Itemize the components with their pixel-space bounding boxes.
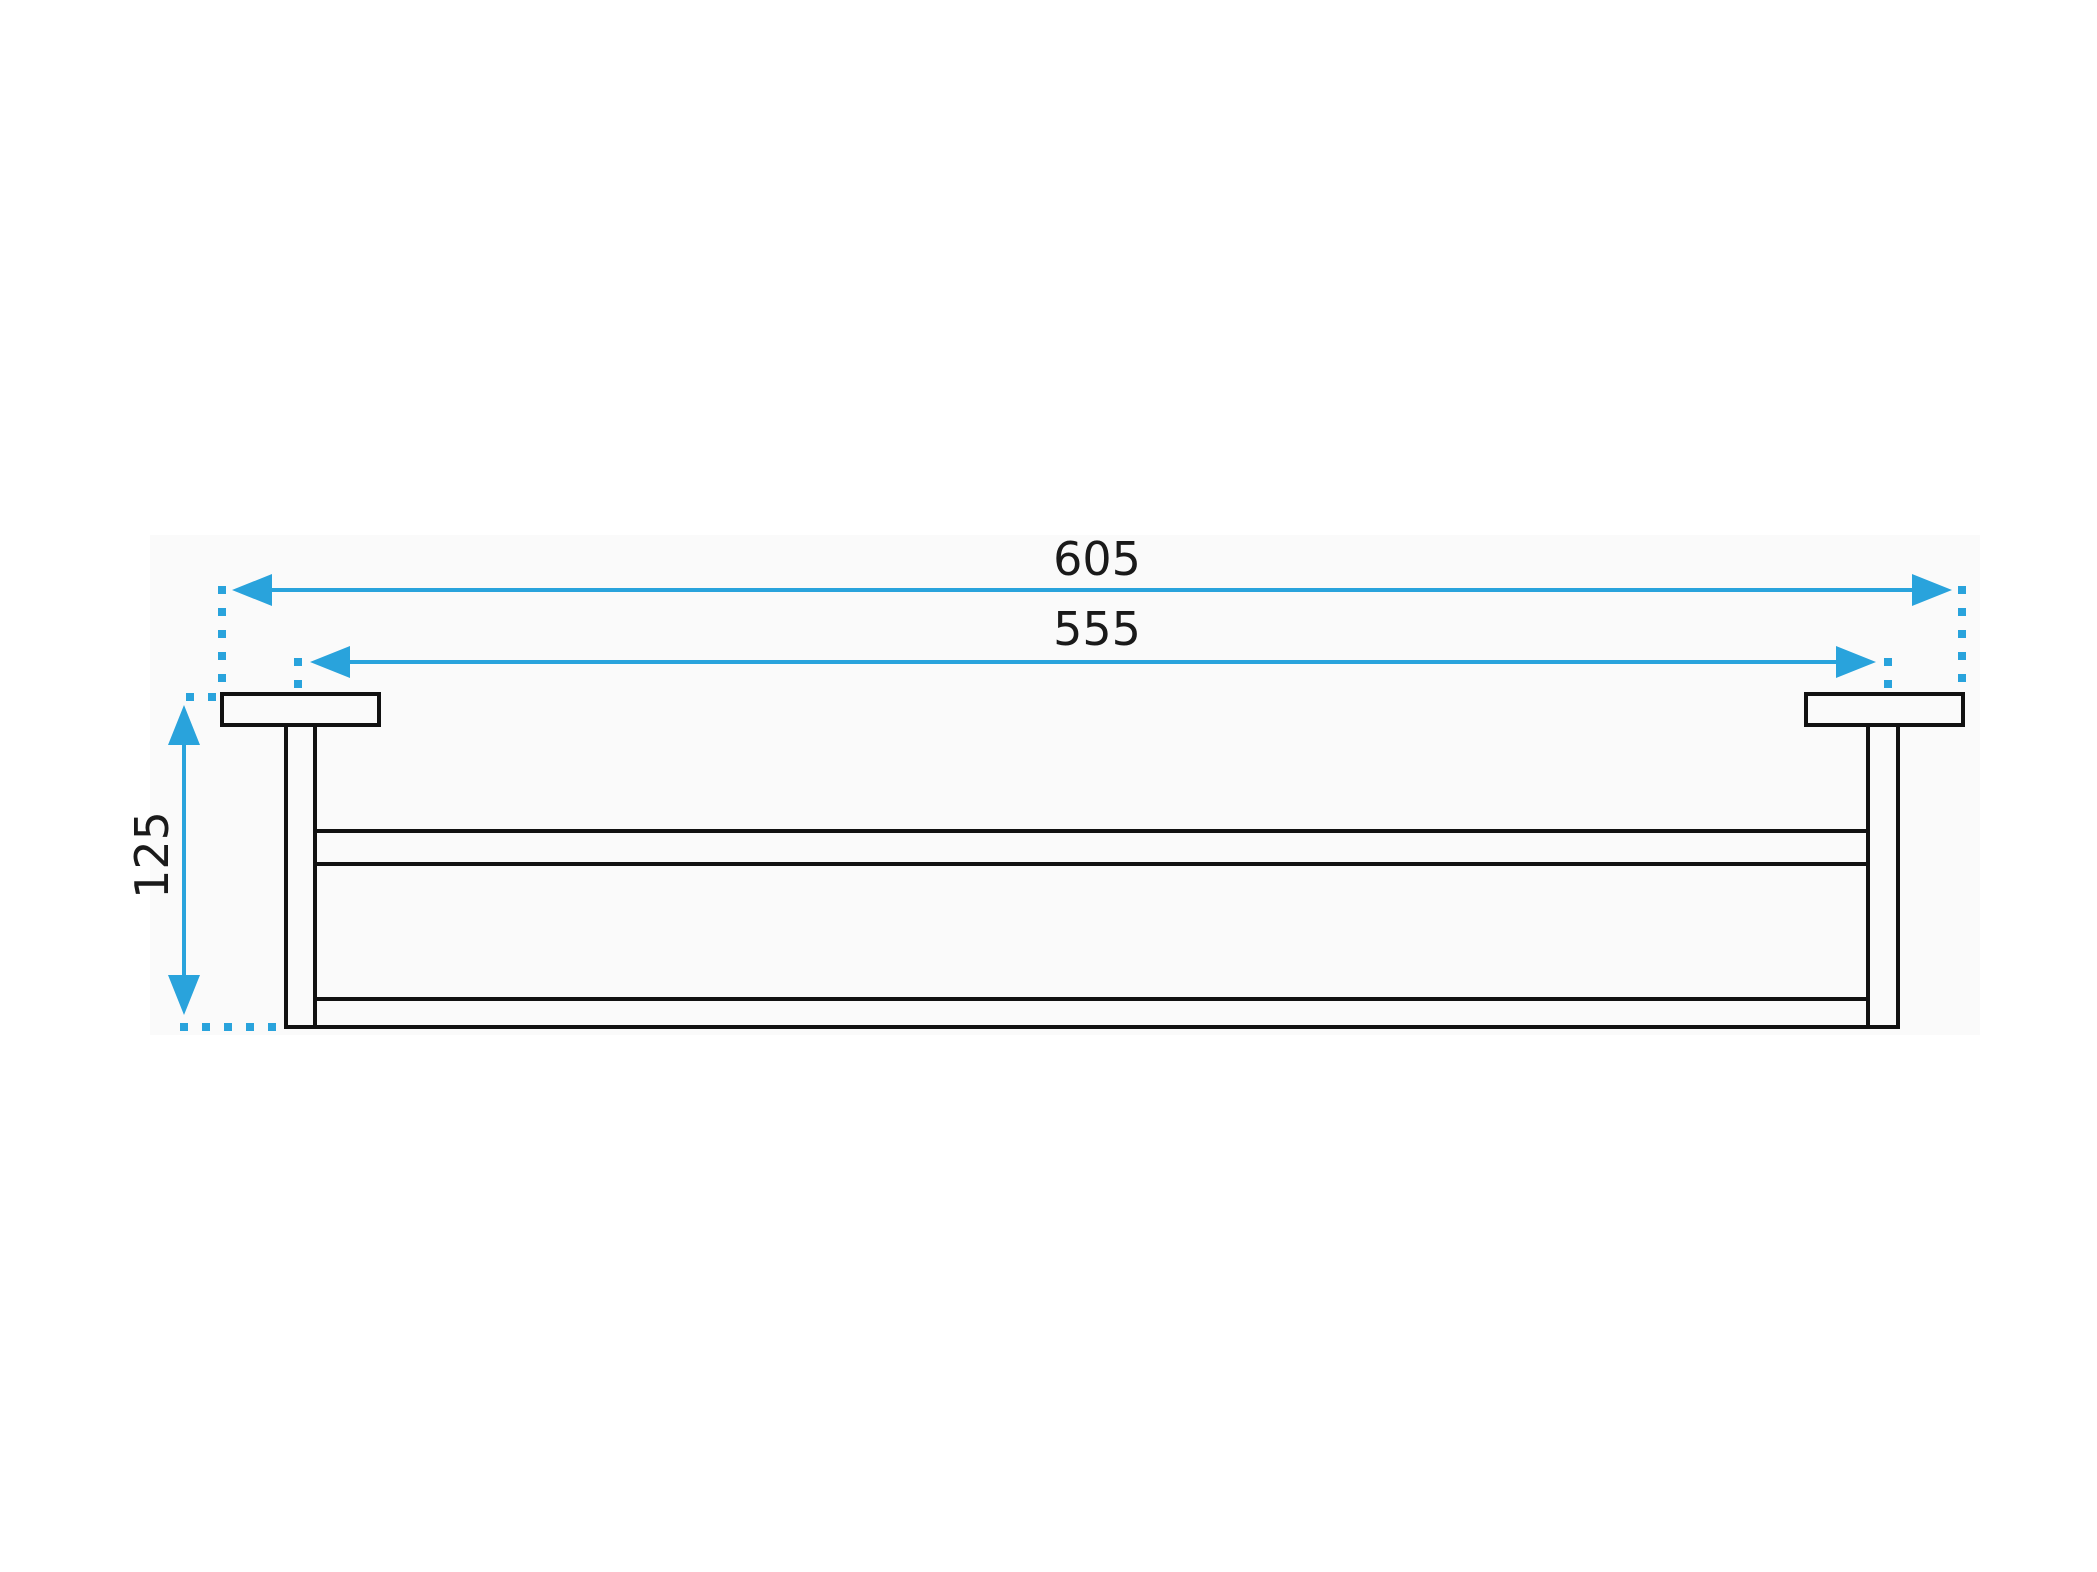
dimension-height: 125 [125, 705, 200, 1015]
drawing-panel [150, 535, 1980, 1035]
arrow-right-icon [1836, 646, 1876, 678]
bar-width-label: 555 [1053, 602, 1141, 656]
right-wall-mount [1804, 692, 1965, 727]
dimension-overall-width: 605 [232, 532, 1952, 606]
arrow-left-icon [232, 574, 272, 606]
extension-lines [180, 586, 1966, 1031]
upper-rail-bar [313, 829, 1870, 866]
arrow-up-icon [168, 705, 200, 745]
towel-rail-outline [220, 692, 1965, 1029]
arrow-left-icon [310, 646, 350, 678]
overall-width-label: 605 [1053, 532, 1141, 586]
frame-outer-contour [284, 725, 1900, 1029]
left-wall-mount [220, 692, 381, 727]
height-label: 125 [125, 811, 179, 899]
dimension-bar-width: 555 [310, 602, 1876, 678]
arrow-right-icon [1912, 574, 1952, 606]
arrow-down-icon [168, 975, 200, 1015]
